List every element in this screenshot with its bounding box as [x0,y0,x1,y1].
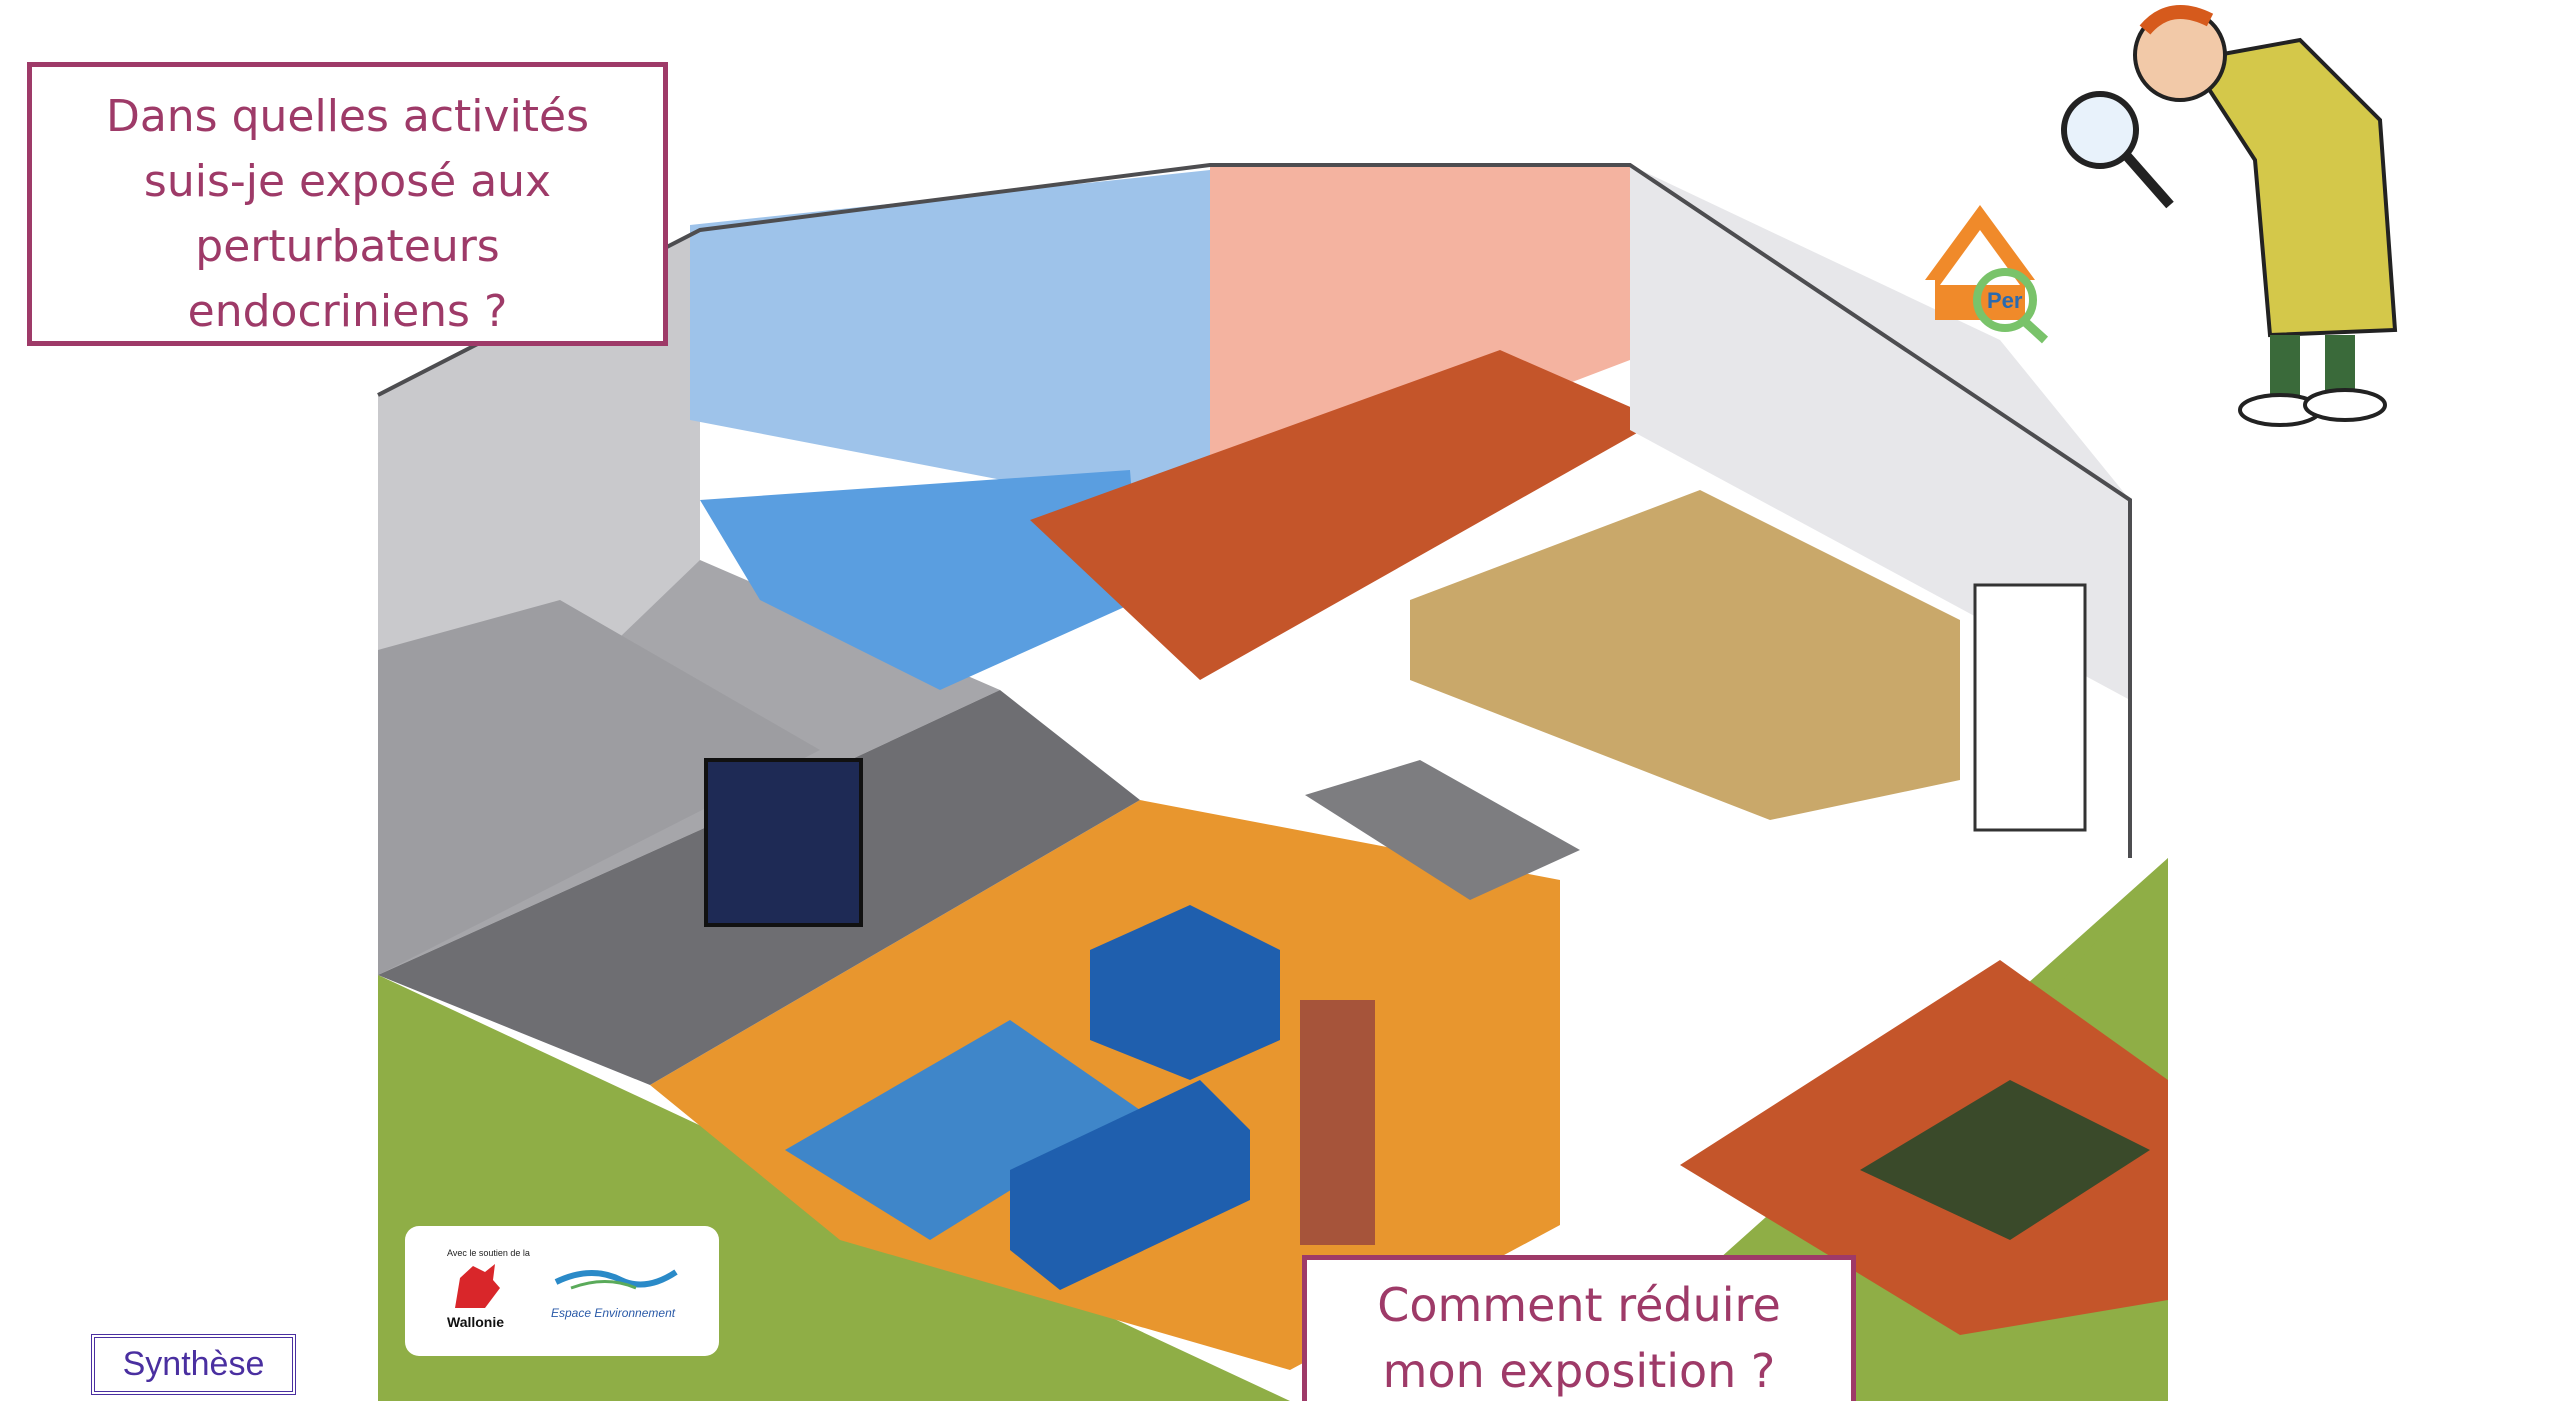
wallonie-support-text: Avec le soutien de la [447,1248,530,1258]
reduce-line-2: mon exposition ? [1382,1344,1776,1398]
curtain [1300,1000,1375,1245]
question-line-4: endocriniens ? [187,286,508,337]
rug [785,1020,1140,1240]
question-line-3: perturbateurs [195,221,500,272]
detective-illustration [2061,5,2398,427]
rooster-icon [455,1264,500,1308]
tv [704,758,863,927]
question-callout[interactable]: Dans quelles activités suis-je exposé au… [27,62,668,346]
reduce-exposure-callout[interactable]: Comment réduire mon exposition ? [1302,1255,1856,1401]
garden-plot [1860,1080,2150,1240]
fridge [1973,583,2087,832]
espace-environnement-text: Espace Environnement [551,1306,676,1320]
question-line-2: suis-je exposé aux [143,156,552,207]
kitchen-wall [1630,165,2130,700]
reduce-line-1: Comment réduire [1377,1278,1781,1332]
house-logo-icon: Per [1925,205,2049,344]
kitchen-counter [1410,490,1960,820]
bathroom-wall [690,170,1210,520]
bathroom-floor [700,470,1140,690]
garage-floor-2 [378,600,820,975]
question-line-1: Dans quelles activités [105,91,590,142]
synthese-button[interactable]: Synthèse [91,1334,296,1395]
dining-table [1305,760,1580,900]
wallonie-logo-text: Wallonie [447,1314,505,1330]
sofa [1010,1080,1250,1290]
magnifying-glass-icon [2061,91,2174,209]
svg-text:Per: Per [1987,288,2023,313]
espace-environnement-logo [554,1269,678,1290]
armchair [1090,905,1280,1080]
partner-logos: Avec le soutien de la Wallonie Espace En… [405,1226,719,1356]
nursery-floor [1030,350,1660,680]
